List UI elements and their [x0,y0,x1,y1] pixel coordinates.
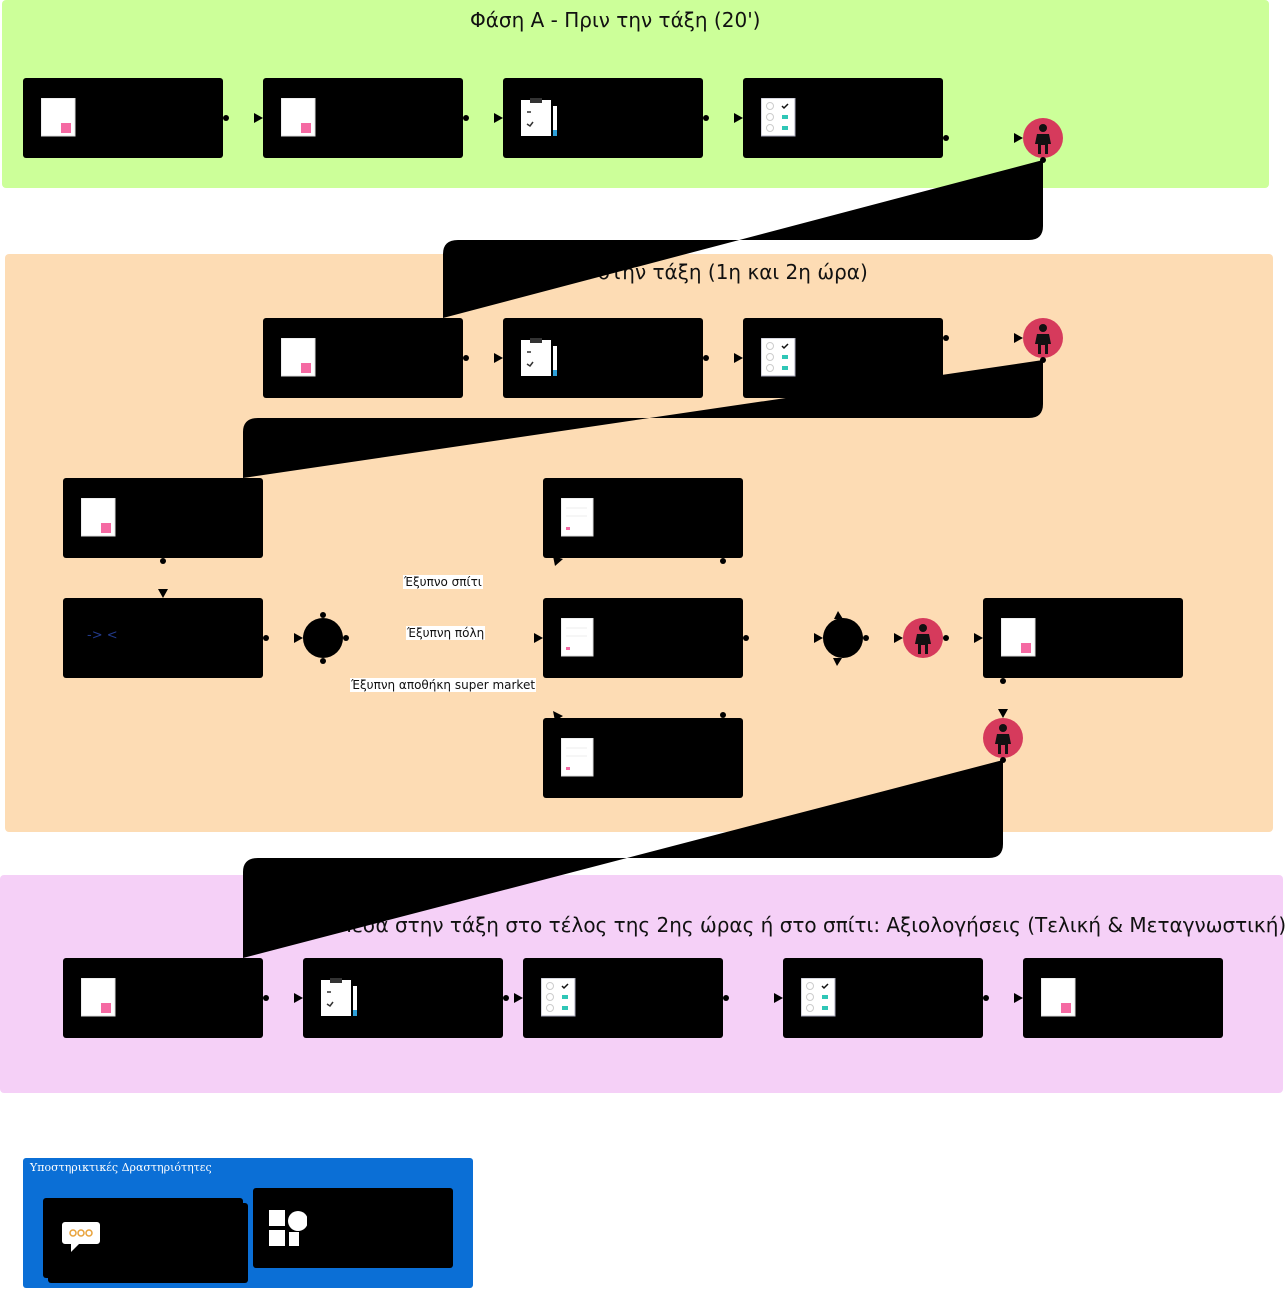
activity-b1[interactable] [263,318,463,398]
person-icon [915,624,931,654]
role-marker-b1[interactable] [1023,318,1063,358]
support-activities-title: Υποστηρικτικές Δραστηριότητες [30,1161,212,1174]
split-gateway[interactable] [303,618,343,658]
activity-c4[interactable] [783,958,983,1038]
support-activities-panel: Υποστηρικτικές Δραστηριότητες [23,1158,473,1288]
branch-label-smart-warehouse: Έξυπνη αποθήκη super market [350,678,537,692]
checklist-icon [801,978,836,1017]
branch-label-smart-home: Έξυπνο σπίτι [403,575,483,589]
activity-c1[interactable] [63,958,263,1038]
activity-c2[interactable] [303,958,503,1038]
checklist-icon [541,978,576,1017]
phase-a-title: Φάση Α - Πριν την τάξη (20') [470,8,761,32]
activity-branch-bottom[interactable] [543,718,743,798]
clipboard-pencil-icon [521,98,557,136]
document-icon [281,98,316,137]
chat-bubble-icon [62,1222,100,1252]
document-icon [1001,618,1036,657]
document-icon [1041,978,1076,1017]
activity-branch-middle[interactable] [543,598,743,678]
role-marker-b3[interactable] [983,718,1023,758]
activity-a4[interactable] [743,78,943,158]
person-icon [1035,124,1051,154]
support-item-shapes[interactable] [253,1188,453,1268]
role-marker-a[interactable] [1023,118,1063,158]
checklist-icon [761,338,796,377]
node-glyph: -> < [87,628,118,643]
merge-gateway[interactable] [823,618,863,658]
branch-label-smart-city: Έξυπνη πόλη [406,626,486,640]
activity-b5[interactable]: -> < [63,598,263,678]
document-icon [81,498,116,537]
role-marker-b2[interactable] [903,618,943,658]
page-icon [561,738,594,777]
document-icon [41,98,76,137]
page-icon [561,498,594,537]
support-item-discussion[interactable] [43,1198,243,1278]
activity-b6[interactable] [983,598,1183,678]
clipboard-pencil-icon [521,338,557,376]
activity-a2[interactable] [263,78,463,158]
person-icon [995,724,1011,754]
activity-c5[interactable] [1023,958,1223,1038]
activity-a3[interactable] [503,78,703,158]
clipboard-pencil-icon [321,978,357,1016]
activity-b2[interactable] [503,318,703,398]
document-icon [281,338,316,377]
checklist-icon [761,98,796,137]
activity-b4[interactable] [63,478,263,558]
person-icon [1035,324,1051,354]
document-icon [81,978,116,1017]
page-icon [561,618,594,657]
activity-branch-top[interactable] [543,478,743,558]
shapes-icon [269,1210,307,1246]
activity-a1[interactable] [23,78,223,158]
activity-c3[interactable] [523,958,723,1038]
phase-c-title: Φάση Γ - Μέσα στην τάξη στο τέλος της 2η… [243,913,1285,937]
